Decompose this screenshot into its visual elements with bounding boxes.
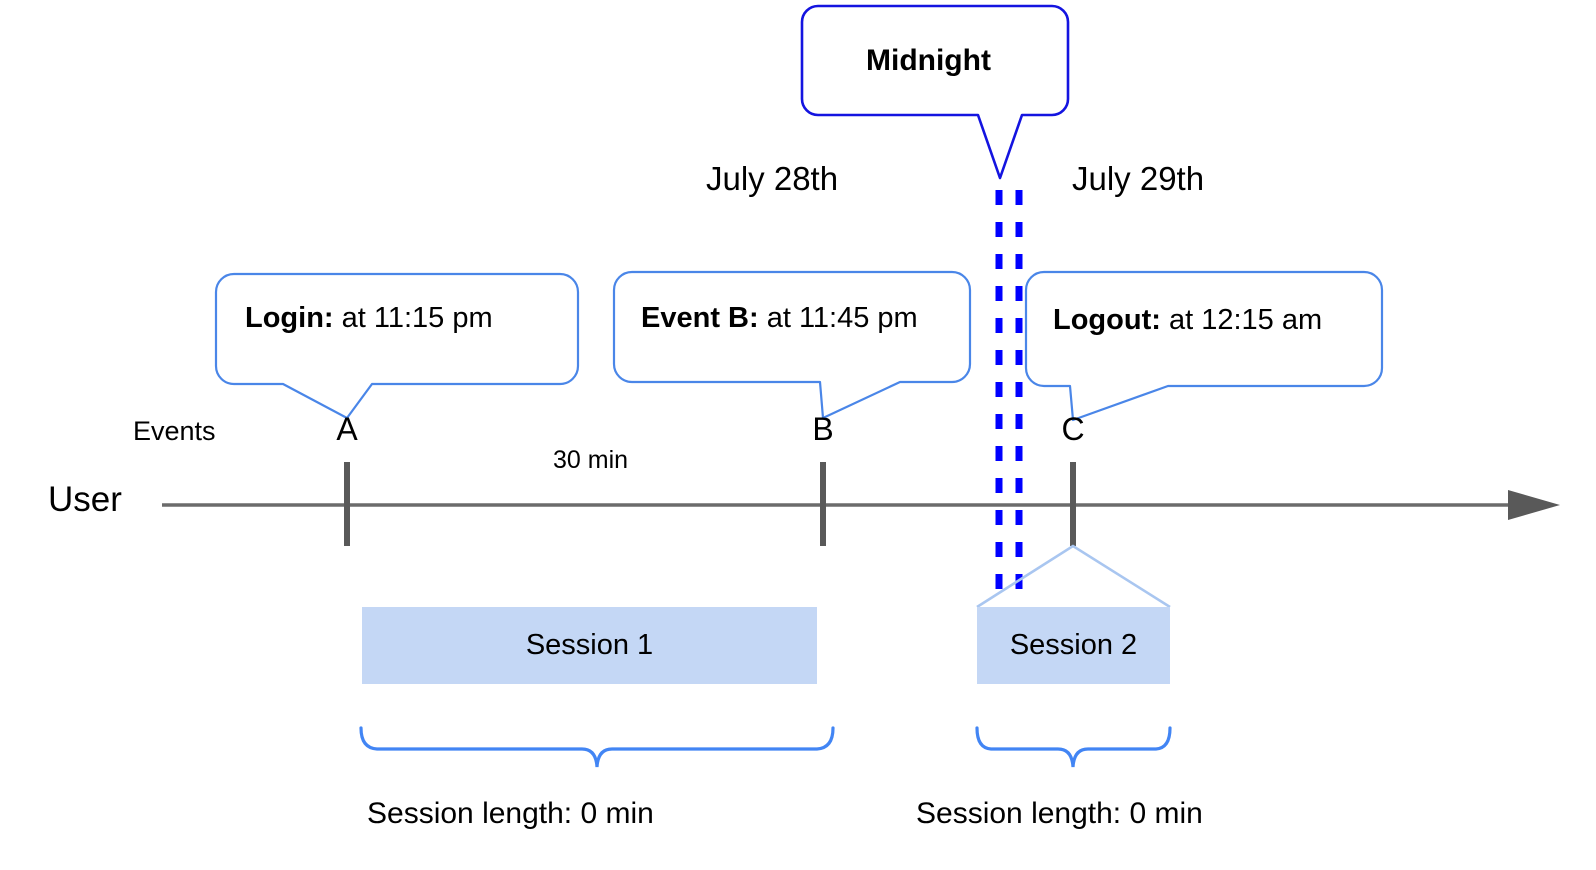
login-callout-bold: Login: (245, 302, 334, 334)
login-callout-text: Login: at 11:15 pm (245, 302, 493, 335)
event-letter-b: B (812, 411, 834, 447)
events-row-label: Events (133, 416, 216, 446)
session-1-label: Session 1 (525, 629, 654, 661)
event-tick-marks (344, 462, 1076, 546)
session-bar-2: Session 2 (977, 607, 1170, 684)
eventb-callout-rest: at 11:45 pm (758, 302, 918, 334)
eventb-callout-bold: Event B: (641, 302, 759, 334)
session2-brace (975, 726, 1172, 768)
login-callout-rest: at 11:15 pm (333, 302, 493, 334)
session-bar-1: Session 1 (362, 607, 817, 684)
logout-callout-shape (1024, 270, 1384, 422)
date-label-july-28: July 28th (706, 160, 839, 197)
timeline-axis (162, 490, 1560, 520)
event-letter-a: A (336, 411, 358, 447)
eventb-callout-text: Event B: at 11:45 pm (641, 302, 918, 335)
session1-brace (359, 726, 835, 768)
date-label-july-29: July 29th (1072, 160, 1205, 197)
midnight-dashed-lines (995, 190, 1023, 600)
gap-duration-label: 30 min (553, 446, 629, 474)
session-2-length-label: Session length: 0 min (916, 797, 1203, 830)
logout-callout-text: Logout: at 12:15 am (1053, 304, 1323, 337)
midnight-callout-shape (800, 4, 1070, 180)
session-1-length-label: Session length: 0 min (367, 797, 654, 830)
event-letter-c: C (1061, 411, 1085, 447)
session2-funnel-lines (976, 544, 1171, 609)
session-2-label: Session 2 (1009, 629, 1138, 661)
logout-callout-rest: at 12:15 am (1160, 304, 1323, 336)
eventb-callout-shape (612, 270, 972, 420)
midnight-label: Midnight (866, 44, 991, 77)
logout-callout-bold: Logout: (1053, 304, 1161, 336)
login-callout-shape (214, 272, 580, 420)
user-row-label: User (48, 480, 122, 519)
